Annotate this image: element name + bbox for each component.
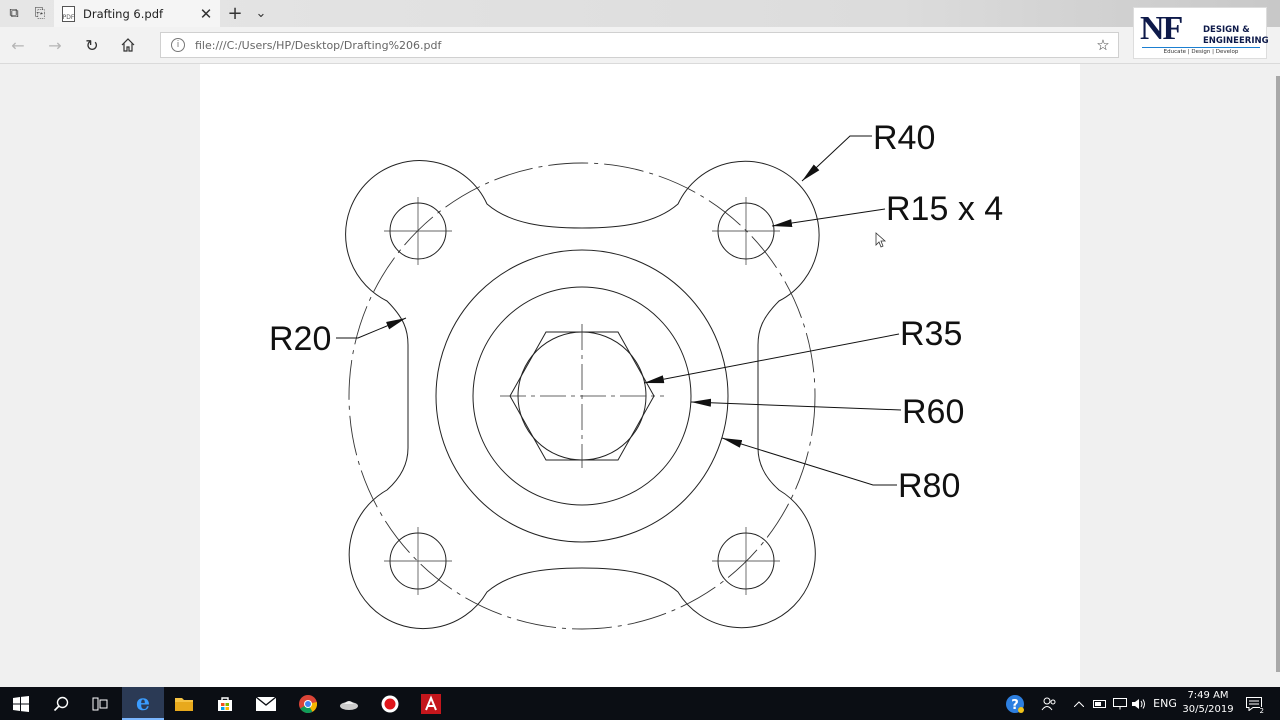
circle-r80: [435, 249, 729, 543]
logo-line-1: DESIGN &: [1203, 25, 1250, 35]
navigation-bar: ← → ↻ i file:///C:/Users/HP/Desktop/Draf…: [0, 27, 1280, 64]
windows-logo-icon: [13, 695, 29, 712]
leader-r60: [690, 398, 902, 411]
tab-title: Drafting 6.pdf: [83, 6, 164, 21]
title-bar: ⧉ ⎘ PDF Drafting 6.pdf ✕ + ⌄: [0, 0, 1280, 27]
new-tab-button[interactable]: +: [227, 3, 243, 24]
pdf-file-icon: PDF: [62, 5, 75, 22]
address-bar[interactable]: i file:///C:/Users/HP/Desktop/Drafting%2…: [160, 32, 1119, 58]
logo-line-2: ENGINEERING: [1203, 36, 1269, 46]
pitch-circle: [348, 162, 816, 630]
task-view-icon[interactable]: [79, 687, 121, 720]
store-icon[interactable]: [204, 687, 246, 720]
tab-preview-icon[interactable]: ⧉: [9, 6, 19, 21]
favorite-star-icon[interactable]: ☆: [1096, 36, 1110, 54]
volume-icon[interactable]: [1130, 687, 1148, 720]
app-icon[interactable]: [328, 687, 370, 720]
autocad-icon[interactable]: [410, 687, 452, 720]
windows-taskbar: e ? ENG 7:49 AM 30/5/2019: [0, 687, 1280, 720]
edge-browser-icon[interactable]: e: [122, 687, 164, 720]
nf-design-engineering-logo: NF DESIGN & ENGINEERING Educate | Design…: [1133, 7, 1269, 59]
tab-close-icon[interactable]: ✕: [199, 4, 213, 23]
logo-divider: [1142, 47, 1260, 48]
site-info-icon[interactable]: i: [171, 38, 185, 52]
label-r60: R60: [902, 393, 964, 431]
search-icon[interactable]: [40, 687, 82, 720]
label-r40: R40: [873, 119, 935, 157]
set-tabs-aside-icon[interactable]: ⎘: [34, 6, 46, 21]
taskbar-clock[interactable]: 7:49 AM 30/5/2019: [1176, 689, 1240, 717]
plate-outline: [345, 160, 820, 630]
mouse-cursor-icon: [875, 232, 887, 248]
mail-icon[interactable]: [245, 687, 287, 720]
leader-r20: [336, 317, 407, 339]
address-url[interactable]: file:///C:/Users/HP/Desktop/Drafting%206…: [195, 38, 442, 52]
network-icon[interactable]: [1111, 687, 1129, 720]
pdf-viewer: R40 R15 x 4 R20 R35 R60 R80: [0, 64, 1280, 687]
leader-r35: [643, 333, 900, 384]
tab-list-chevron-icon[interactable]: ⌄: [255, 6, 267, 21]
battery-icon[interactable]: [1091, 687, 1109, 720]
leader-r80: [721, 437, 897, 486]
refresh-icon[interactable]: ↻: [85, 35, 99, 55]
circle-r60: [472, 286, 692, 506]
show-hidden-icons-chevron-icon[interactable]: [1070, 687, 1088, 720]
people-icon[interactable]: [1038, 687, 1060, 720]
back-arrow-icon[interactable]: ←: [11, 35, 25, 55]
notification-icon[interactable]: 2: [1244, 687, 1264, 720]
label-r80: R80: [898, 467, 960, 505]
flange-drawing: R40 R15 x 4 R20 R35 R60 R80: [269, 119, 1003, 630]
notification-count-badge: 2: [1259, 707, 1264, 715]
label-r20: R20: [269, 320, 331, 358]
bolt-hole-top-left: [384, 197, 452, 265]
svg-text:?: ?: [1011, 698, 1019, 713]
bolt-hole-bottom-left: [384, 527, 452, 595]
logo-mark: NF: [1140, 10, 1183, 47]
pdf-page: R40 R15 x 4 R20 R35 R60 R80: [200, 64, 1080, 687]
clock-time: 7:49 AM: [1187, 690, 1229, 701]
screen-recorder-icon[interactable]: [369, 687, 411, 720]
logo-tagline: Educate | Design | Develop: [1163, 49, 1239, 55]
language-indicator[interactable]: ENG: [1153, 697, 1177, 710]
label-r15-x4: R15 x 4: [886, 190, 1003, 228]
home-icon[interactable]: [110, 27, 146, 63]
bolt-hole-bottom-right: [712, 527, 780, 595]
leader-r40: [801, 135, 872, 182]
leader-r15: [771, 208, 886, 227]
tab-drafting-pdf[interactable]: PDF Drafting 6.pdf ✕: [54, 0, 220, 27]
label-r35: R35: [900, 315, 962, 353]
bolt-hole-top-right: [712, 197, 780, 265]
start-button[interactable]: [0, 687, 42, 720]
clock-date: 30/5/2019: [1182, 704, 1234, 715]
forward-arrow-icon[interactable]: →: [48, 35, 62, 55]
file-explorer-icon[interactable]: [163, 687, 205, 720]
help-icon[interactable]: ?: [1003, 687, 1027, 720]
chrome-icon[interactable]: [287, 687, 329, 720]
vertical-scrollbar[interactable]: [1276, 76, 1280, 672]
